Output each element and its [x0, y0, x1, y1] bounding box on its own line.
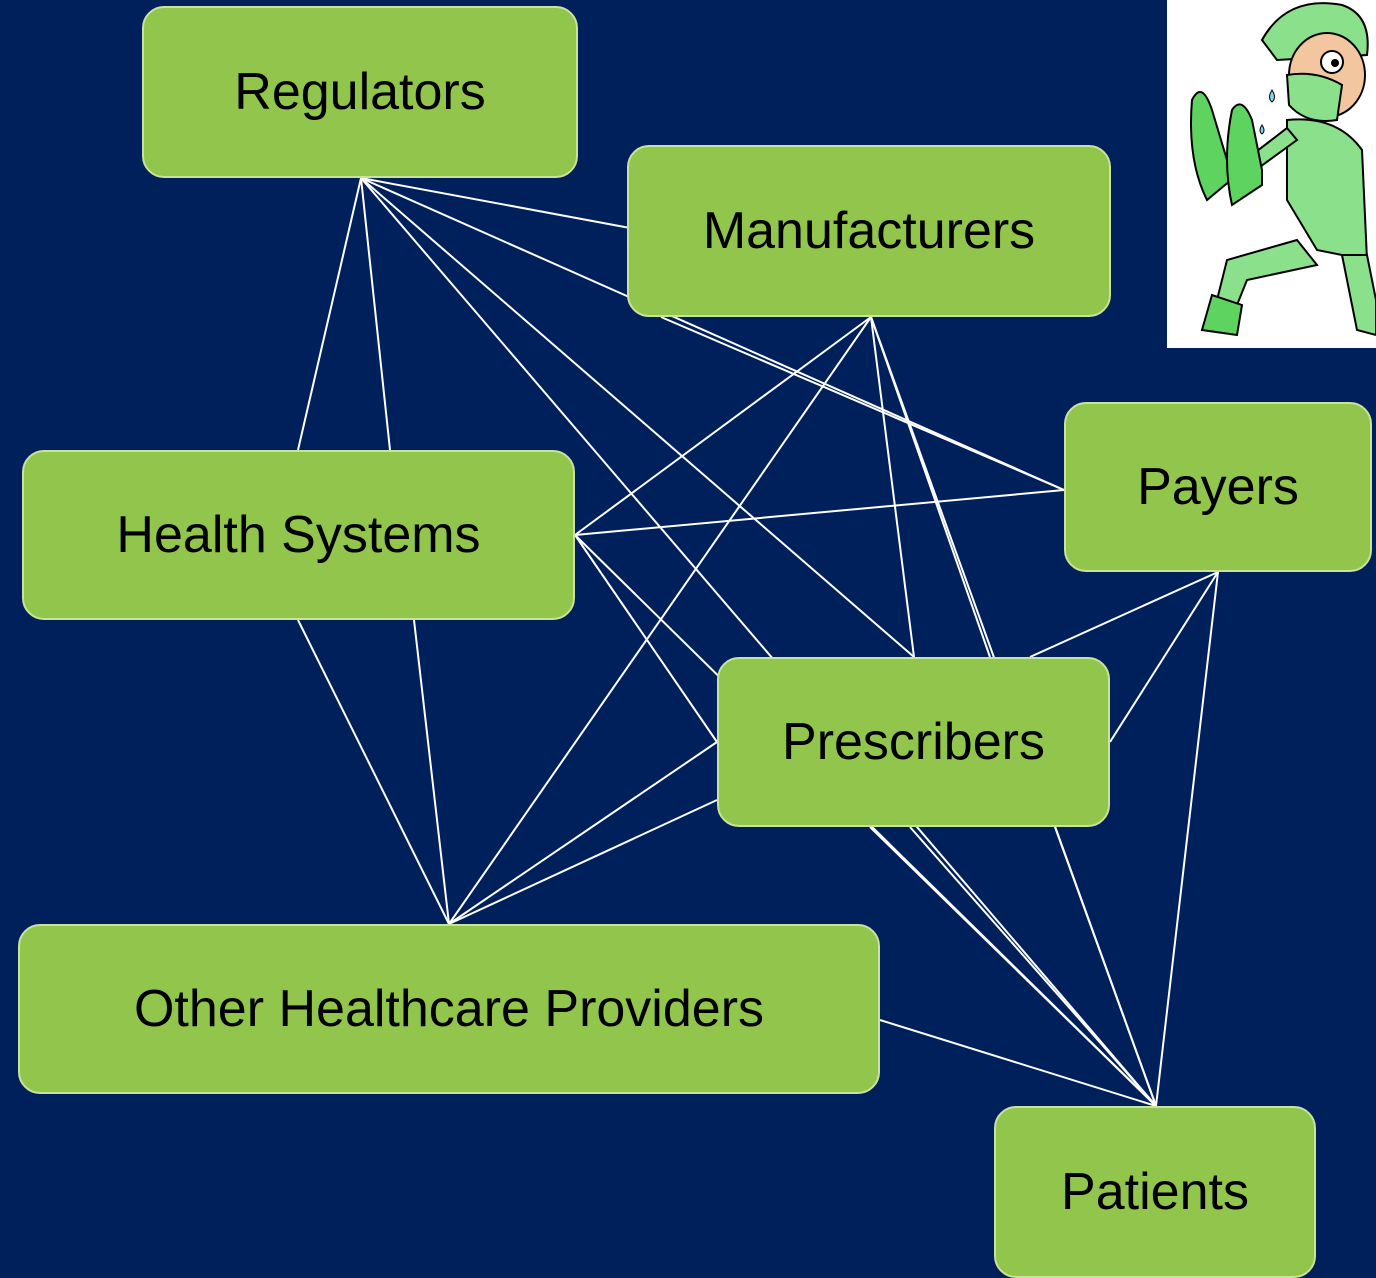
connection-extra-1 [448, 799, 718, 925]
running-surgeon-cartoon [1167, 0, 1376, 348]
connection-regulators-other_providers [360, 177, 391, 451]
connection-regulators-payers [360, 177, 1065, 491]
node-payers: Payers [1064, 402, 1372, 572]
connection-payers-prescribers [1029, 571, 1219, 658]
node-label: Manufacturers [702, 202, 1036, 260]
connection-regulators-manufacturers [360, 177, 631, 229]
connection-extra-2 [909, 826, 1157, 1107]
connection-prescribers-other_providers [448, 741, 718, 925]
node-label: Payers [1137, 458, 1299, 516]
connection-payers-health_systems [574, 489, 1065, 536]
surgeon-illustration [1190, 2, 1376, 337]
connection-regulators-health_systems [297, 177, 362, 451]
node-health-systems: Health Systems [22, 450, 575, 620]
connection-extra-5 [1109, 571, 1219, 743]
node-label: Regulators [234, 63, 486, 121]
node-prescribers: Prescribers [717, 657, 1110, 827]
node-manufacturers: Manufacturers [627, 145, 1111, 317]
connection-manufacturers-payers [660, 316, 1065, 491]
node-label: Health Systems [116, 506, 481, 564]
node-patients: Patients [994, 1106, 1316, 1278]
connection-payers-patients [1155, 571, 1219, 1107]
node-label: Prescribers [782, 713, 1045, 771]
connection-extra-4 [870, 316, 915, 658]
connection-prescribers-patients [869, 826, 1157, 1107]
node-regulators: Regulators [142, 6, 578, 178]
connection-regulators-patients [360, 177, 1157, 1107]
connection-extra-0 [413, 619, 450, 925]
node-label: Other Healthcare Providers [133, 980, 765, 1038]
node-label: Patients [1061, 1163, 1249, 1221]
connection-health_systems-other_providers [297, 619, 450, 925]
connection-manufacturers-other_providers [448, 316, 872, 925]
connection-extra-3 [1054, 826, 1157, 1107]
connection-regulators-prescribers [360, 177, 915, 658]
connection-other_providers-patients [879, 1019, 1157, 1107]
connection-manufacturers-health_systems [574, 316, 872, 536]
connection-health_systems-prescribers [574, 534, 718, 743]
node-other-healthcare-providers: Other Healthcare Providers [18, 924, 880, 1094]
